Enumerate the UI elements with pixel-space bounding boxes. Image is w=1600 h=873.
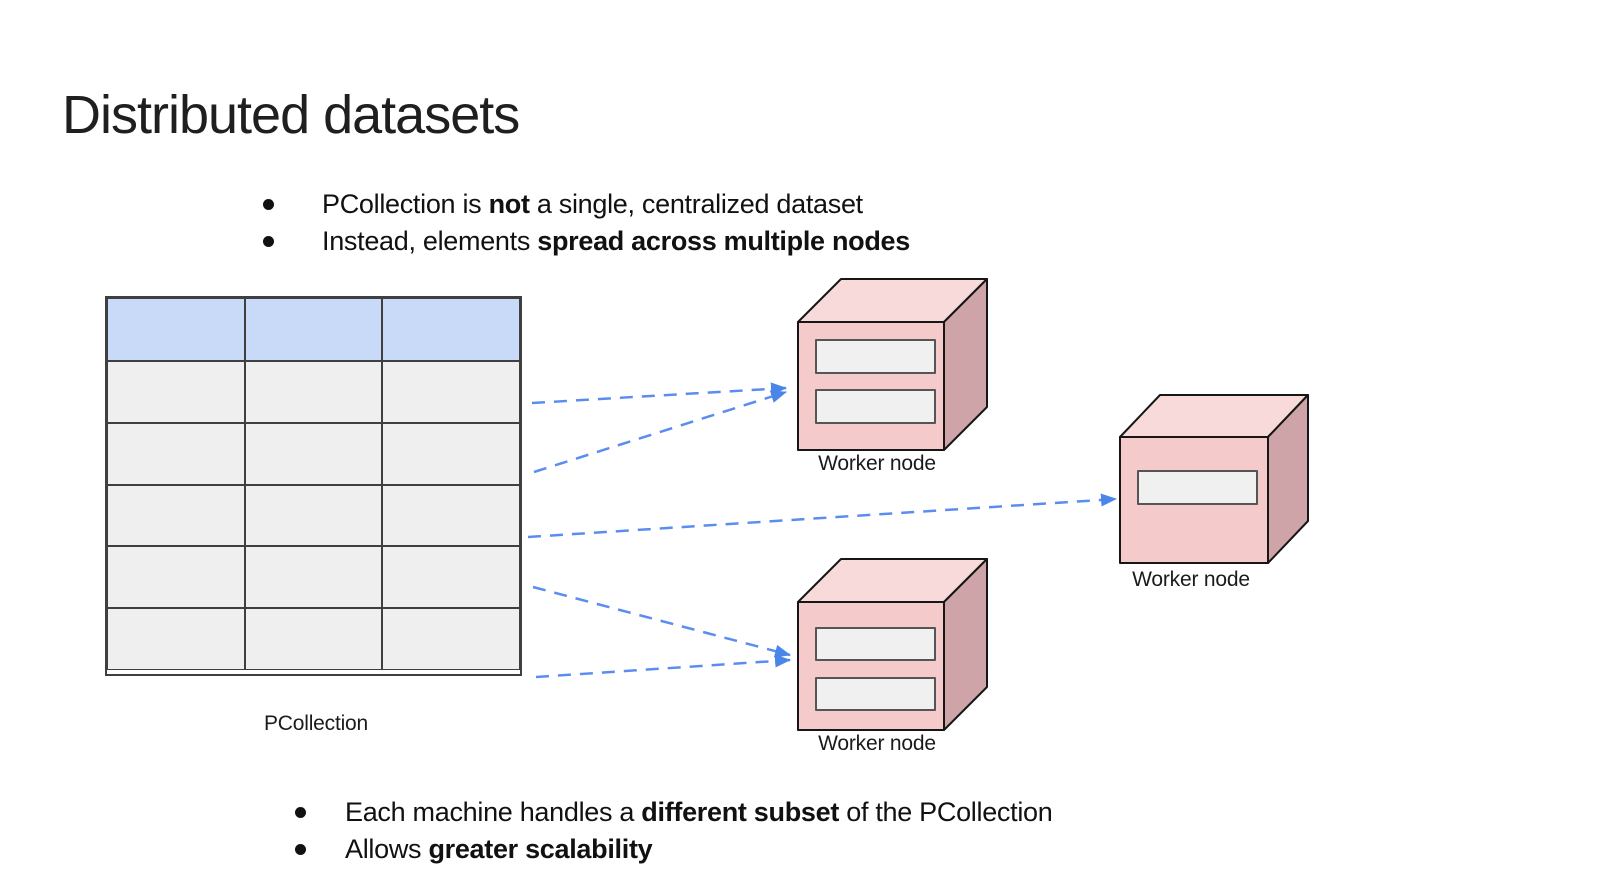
bullet-text: PCollection is not a single, centralized… bbox=[322, 189, 863, 219]
worker-node-box-bottom bbox=[797, 558, 988, 731]
pcollection-cell bbox=[107, 608, 245, 670]
arrow-row4-to-right-node bbox=[527, 493, 1117, 539]
arrow-row5-to-bottom-node bbox=[532, 585, 791, 658]
pcollection-cell bbox=[107, 546, 245, 609]
pcollection-cell bbox=[244, 608, 383, 670]
data-slot bbox=[1137, 470, 1258, 505]
pcollection-cell bbox=[107, 422, 245, 485]
pcollection-cell bbox=[382, 361, 520, 423]
bullet-dot-icon bbox=[263, 236, 274, 247]
bullet-text: Instead, elements spread across multiple… bbox=[322, 226, 910, 256]
pcollection-cell bbox=[107, 484, 245, 547]
page-title: Distributed datasets bbox=[62, 85, 520, 145]
bullet-dot-icon bbox=[295, 844, 306, 855]
worker-node-box-right bbox=[1119, 394, 1309, 564]
data-slot bbox=[815, 389, 936, 424]
data-slot bbox=[815, 677, 936, 711]
pcollection-cell bbox=[382, 422, 520, 485]
arrow-row6-to-bottom-node bbox=[535, 654, 791, 679]
list-item: PCollection is not a single, centralized… bbox=[263, 186, 910, 223]
arrow-row3-to-top-node bbox=[533, 390, 787, 474]
pcollection-header-cell bbox=[107, 298, 245, 361]
pcollection-cell bbox=[244, 484, 383, 547]
list-item: Each machine handles a different subset … bbox=[295, 794, 1053, 831]
pcollection-cell bbox=[382, 546, 520, 609]
pcollection-cell bbox=[382, 608, 520, 670]
pcollection-cell bbox=[107, 361, 245, 423]
data-slot bbox=[815, 339, 936, 374]
pcollection-cell bbox=[244, 546, 383, 609]
pcollection-header-cell bbox=[382, 298, 520, 361]
list-item: Instead, elements spread across multiple… bbox=[263, 223, 910, 260]
bullet-text: Allows greater scalability bbox=[345, 834, 653, 864]
pcollection-cell bbox=[244, 422, 383, 485]
list-item: Allows greater scalability bbox=[295, 831, 1052, 868]
bullet-text: Each machine handles a different subset … bbox=[345, 797, 1053, 827]
worker-node-label: Worker node bbox=[1132, 568, 1250, 591]
data-slot bbox=[815, 627, 936, 661]
pcollection-cell bbox=[244, 361, 383, 423]
pcollection-table bbox=[105, 296, 522, 676]
worker-node-label: Worker node bbox=[818, 732, 936, 755]
worker-node-label: Worker node bbox=[818, 452, 936, 475]
pcollection-cell bbox=[382, 484, 520, 547]
arrow-row2-to-top-node bbox=[531, 382, 787, 405]
bottom-bullet-list: Each machine handles a different subset … bbox=[295, 794, 1053, 868]
bullet-dot-icon bbox=[295, 807, 306, 818]
bullet-dot-icon bbox=[263, 199, 274, 210]
pcollection-label: PCollection bbox=[263, 712, 369, 735]
pcollection-header-cell bbox=[244, 298, 383, 361]
top-bullet-list: PCollection is not a single, centralized… bbox=[263, 186, 910, 260]
distribution-arrows bbox=[527, 382, 1117, 679]
worker-node-box-top bbox=[797, 278, 988, 451]
